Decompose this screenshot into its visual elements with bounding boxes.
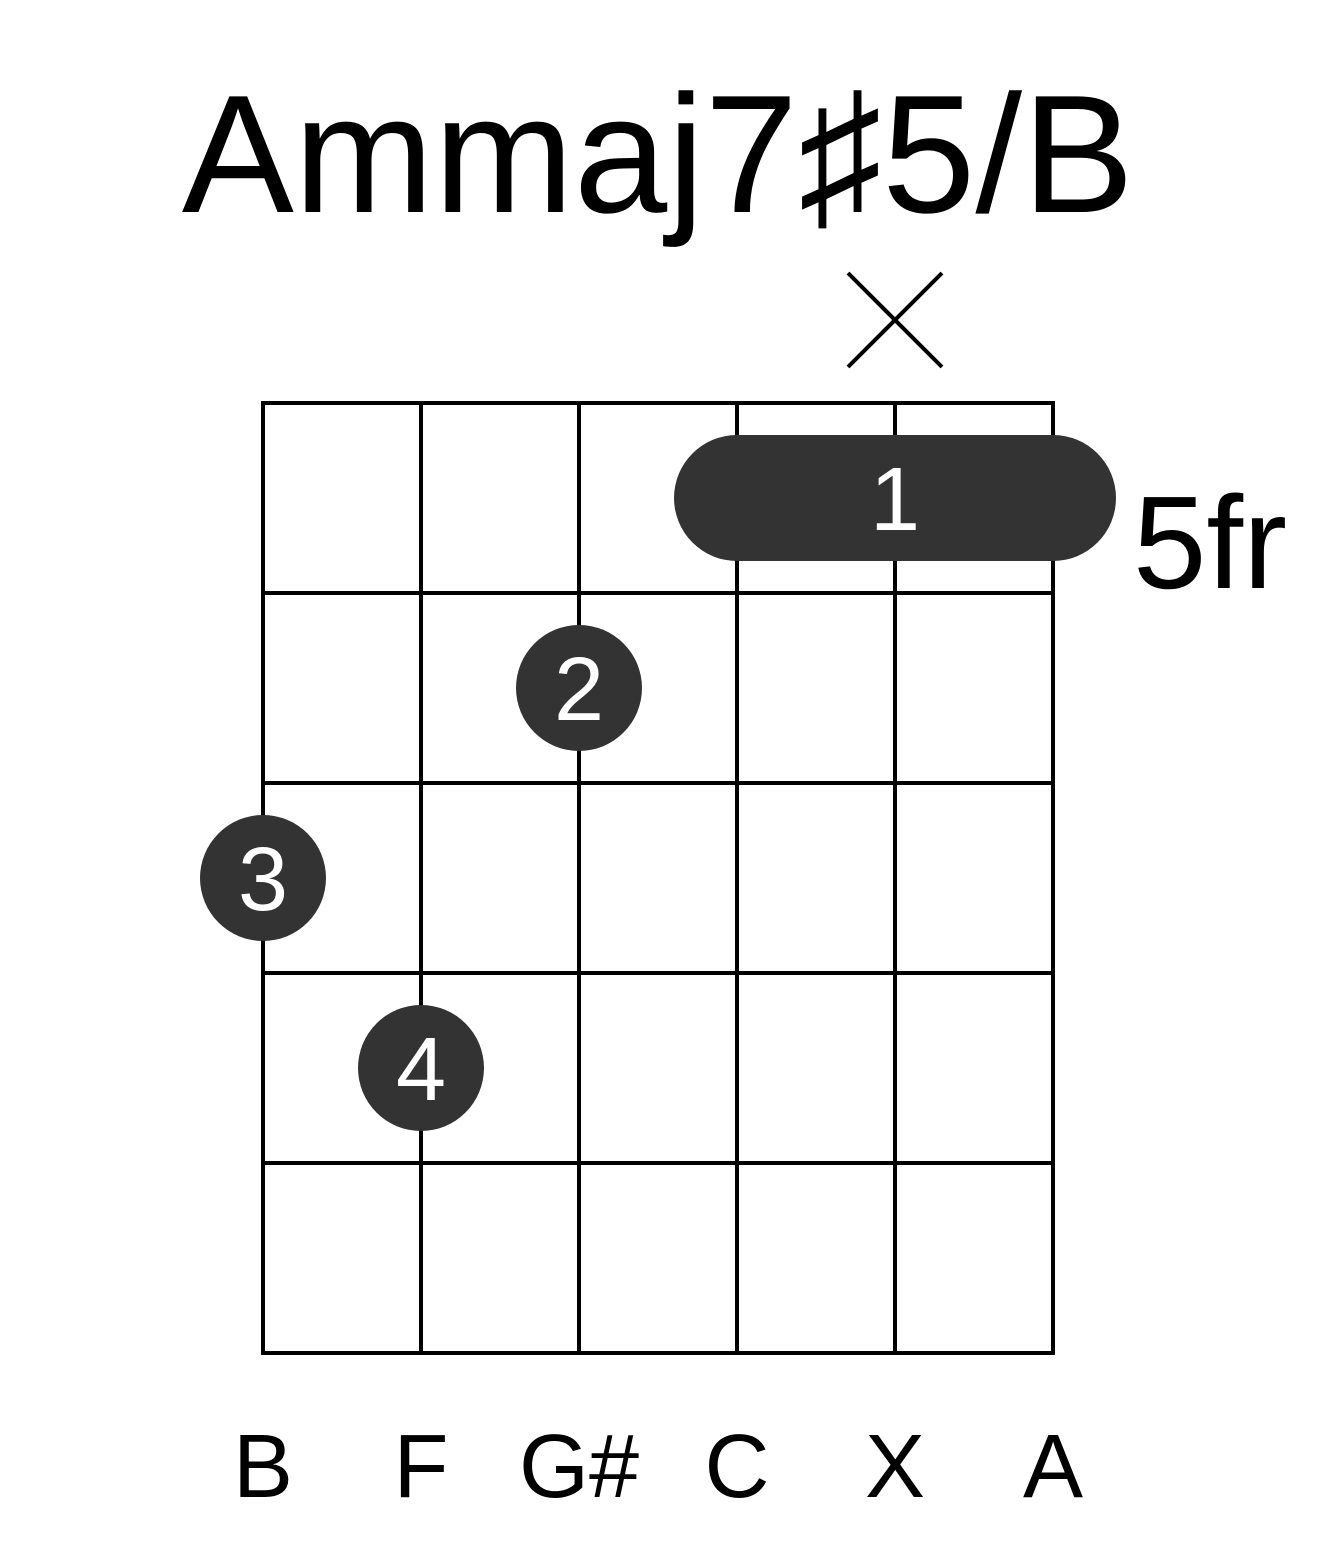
finger-label: 3 (238, 830, 288, 930)
finger-dot (358, 1005, 484, 1131)
finger-positions: 1 2 3 4 (200, 435, 1116, 1131)
barre-finger-label: 1 (870, 450, 920, 550)
string-note-label: B (233, 1417, 293, 1517)
string-note-label: A (1023, 1417, 1083, 1517)
muted-strings (846, 271, 944, 369)
barre-bar (674, 435, 1116, 561)
base-fret-label: 5fr (1133, 469, 1287, 616)
fretboard-grid (261, 401, 1055, 1355)
finger-dot (200, 815, 326, 941)
mute-x-stroke-b (846, 271, 944, 369)
finger-dot (516, 625, 642, 751)
chord-title: Ammaj7♯5/B (182, 60, 1134, 248)
string-note-label: X (865, 1417, 925, 1517)
mute-x-icon (846, 271, 944, 369)
finger-label: 2 (554, 640, 604, 740)
string-note-label: G# (519, 1417, 639, 1517)
string-note-label: C (705, 1417, 770, 1517)
string-note-label: F (394, 1417, 449, 1517)
finger-label: 4 (396, 1020, 446, 1120)
